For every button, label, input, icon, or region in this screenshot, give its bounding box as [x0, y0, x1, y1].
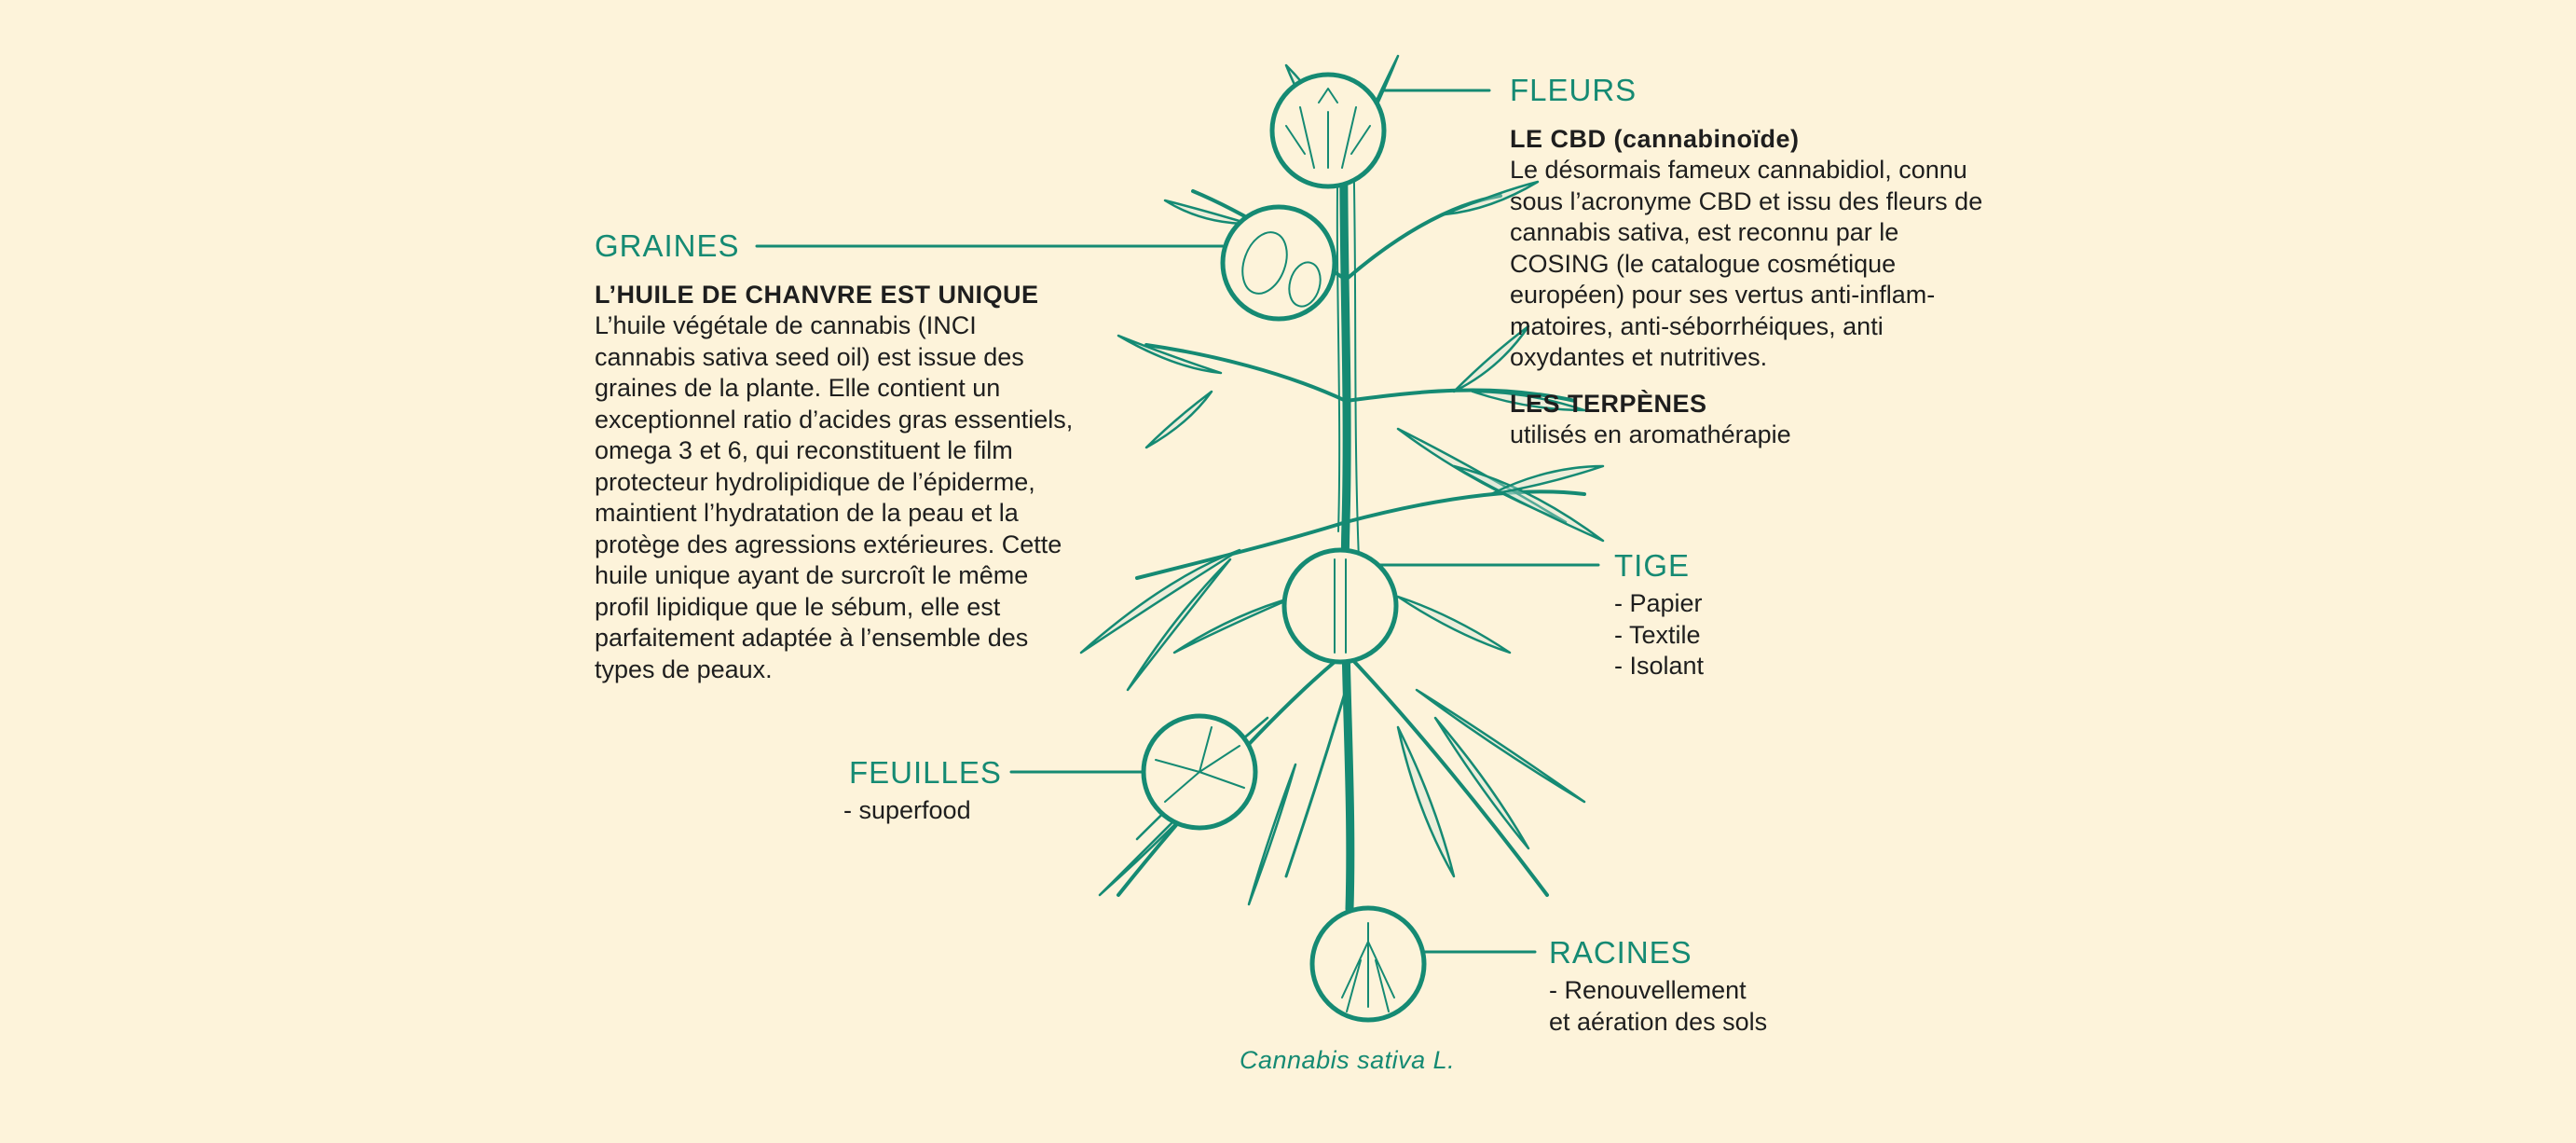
cbd-subheading: LE CBD (cannabinoïde) — [1510, 125, 1800, 153]
list-item: - superfood — [843, 796, 971, 824]
terpenes-description: utilisés en aromathérapie — [1510, 420, 1791, 448]
graines-subheading: L’HUILE DE CHANVRE EST UNIQUE — [595, 281, 1039, 309]
feuilles-heading: FEUILLES — [849, 755, 1002, 790]
list-item: - Isolant — [1614, 652, 1705, 680]
plant-stem — [1339, 117, 1355, 914]
callout-circle-graines — [1220, 204, 1337, 322]
fleurs-block: FLEURS LE CBD (cannabinoïde) Le désormai… — [1510, 72, 1994, 450]
tige-block: TIGE - Papier - Textile - Isolant — [1614, 547, 1819, 682]
racines-heading: RACINES — [1549, 935, 1692, 970]
graines-block: GRAINES L’HUILE DE CHANVRE EST UNIQUE L’… — [595, 227, 1079, 685]
cbd-description: Le désormais fameux cannabidiol, connu s… — [1510, 156, 1983, 371]
tige-list: - Papier - Textile - Isolant — [1614, 588, 1819, 682]
racines-line-2: et aération des sols — [1549, 1007, 1768, 1036]
feuilles-list: - superfood — [843, 795, 1011, 827]
graines-description: L’huile végétale de cannabis (INCI canna… — [595, 311, 1074, 683]
terpenes-subheading: LES TERPÈNES — [1510, 389, 1707, 418]
callout-circle-tige — [1281, 547, 1399, 665]
graines-heading: GRAINES — [595, 228, 740, 263]
racines-line-1: - Renouvellement — [1549, 976, 1747, 1004]
list-item: - Textile — [1614, 620, 1701, 649]
tige-heading: TIGE — [1614, 548, 1691, 583]
feuilles-block: FEUILLES - superfood — [843, 754, 1011, 827]
list-item: - Papier — [1614, 589, 1703, 617]
racines-block: RACINES - Renouvellement et aération des… — [1549, 934, 1847, 1038]
species-caption: Cannabis sativa L. — [1240, 1046, 1456, 1074]
fleurs-heading: FLEURS — [1510, 73, 1637, 107]
